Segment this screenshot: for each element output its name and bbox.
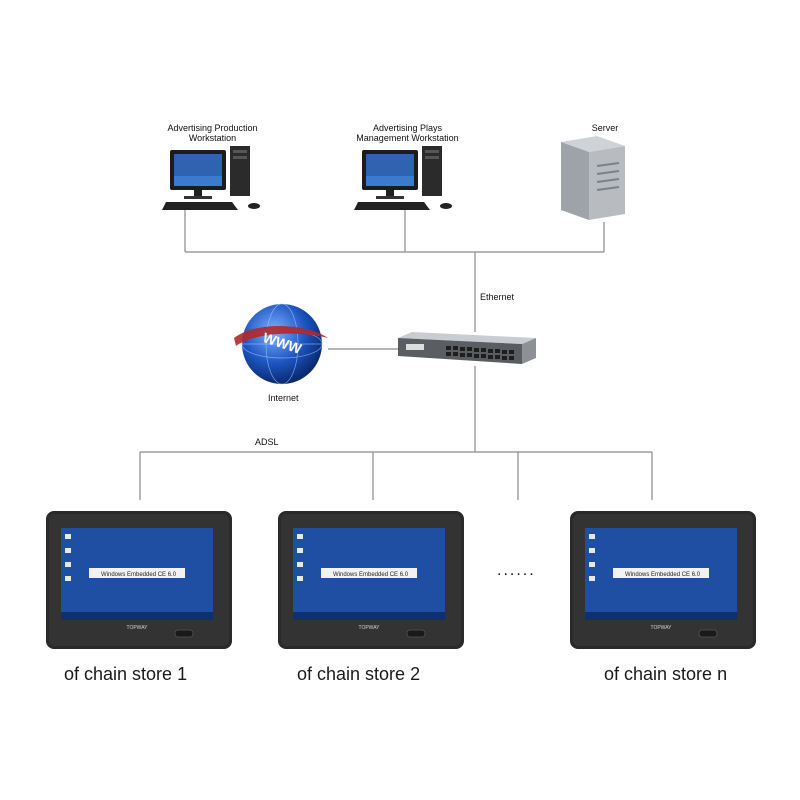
brand-text: TOPWAY <box>650 625 672 631</box>
brand-text: TOPWAY <box>358 625 380 631</box>
store-caption-n: of chain store n <box>604 664 728 684</box>
window-title: Windows Embedded CE 6.0 <box>101 572 177 578</box>
computer-icon <box>162 146 260 210</box>
window-title: Windows Embedded CE 6.0 <box>625 572 701 578</box>
window-title: Windows Embedded CE 6.0 <box>333 572 409 578</box>
terminal-device-n: Windows Embedded CE 6.0 TOPWAY <box>570 511 756 649</box>
store-caption-2: of chain store 2 <box>297 664 421 684</box>
internet-globe-icon: WWW <box>234 303 328 385</box>
computer-icon <box>354 146 452 210</box>
terminal-device-1: Windows Embedded CE 6.0 TOPWAY <box>46 511 232 649</box>
network-switch-icon <box>398 332 536 364</box>
workstation-2-label: Advertising Plays Management Workstation <box>356 123 459 143</box>
ellipsis: ...... <box>497 562 536 579</box>
store-caption-1: of chain store 1 <box>64 664 188 684</box>
server-label: Server <box>591 123 619 133</box>
server-icon <box>561 136 625 220</box>
internet-label: Internet <box>268 393 299 403</box>
workstation-1-label: Advertising Production Workstation <box>167 123 258 143</box>
adsl-label: ADSL <box>255 437 279 447</box>
terminal-device-2: Windows Embedded CE 6.0 TOPWAY <box>278 511 464 649</box>
brand-text: TOPWAY <box>126 625 148 631</box>
ethernet-label: Ethernet <box>480 292 515 302</box>
